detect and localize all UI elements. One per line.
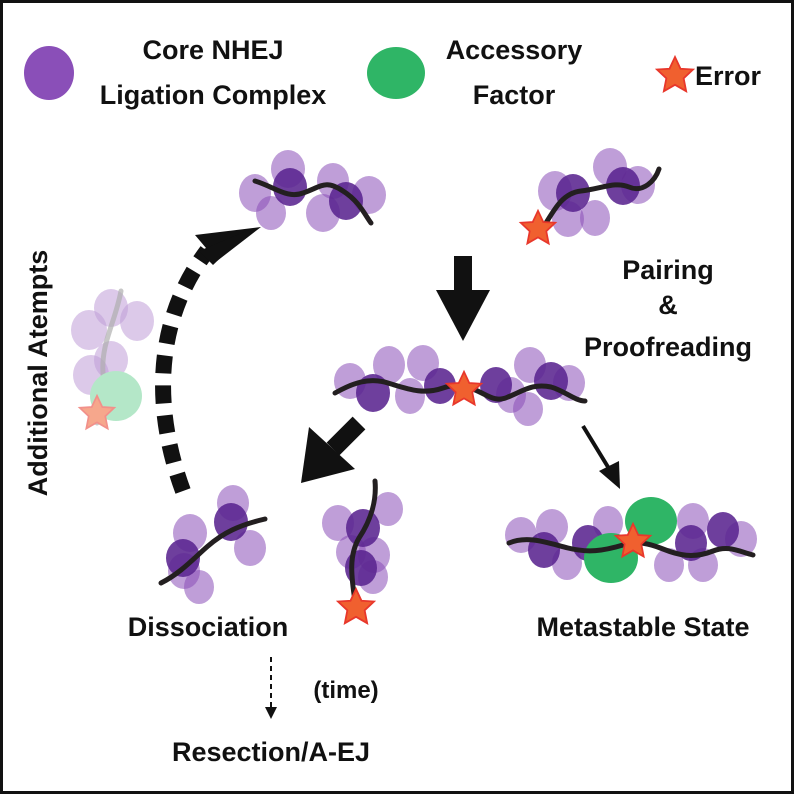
- legend-accessory: Accessory Factor: [367, 35, 582, 110]
- accessory-factor-icon: [367, 47, 425, 99]
- legend-core-line1: Core NHEJ: [142, 35, 283, 65]
- faded-retry-complex: [71, 288, 154, 430]
- metastable-state-label: Metastable State: [536, 612, 749, 642]
- arrow-dissociation: [301, 416, 366, 483]
- dissociated-complex-right: [322, 478, 403, 625]
- nhej-diagram: Core NHEJ Ligation Complex Accessory Fac…: [23, 35, 762, 767]
- arrow-down-pairing: [436, 256, 490, 341]
- pairing-label-line1: Pairing: [622, 255, 714, 285]
- error-complex-top-right: [519, 148, 662, 245]
- arrow-additional-attempts: [155, 227, 261, 494]
- core-complex-icon: [24, 46, 74, 100]
- dissociation-label: Dissociation: [128, 612, 289, 642]
- arrow-time: [265, 657, 277, 719]
- resection-label: Resection/A-EJ: [172, 737, 370, 767]
- legend-core: Core NHEJ Ligation Complex: [24, 35, 326, 110]
- pairing-label-line3: Proofreading: [584, 332, 752, 362]
- legend-accessory-line1: Accessory: [446, 35, 583, 65]
- legend: Core NHEJ Ligation Complex Accessory Fac…: [24, 35, 762, 110]
- error-star-icon: [656, 56, 694, 93]
- legend-core-line2: Ligation Complex: [100, 80, 327, 110]
- dissociated-complex-left: [158, 485, 268, 604]
- legend-accessory-line2: Factor: [473, 80, 556, 110]
- legend-error-label: Error: [695, 61, 762, 91]
- arrow-metastable: [581, 424, 620, 489]
- time-label: (time): [313, 677, 378, 704]
- metastable-complex: [505, 497, 757, 583]
- paired-complex-center: [332, 345, 588, 426]
- pairing-label-line2: &: [658, 290, 678, 320]
- legend-error: Error: [656, 56, 762, 93]
- additional-attempts-label: Additional Atempts: [23, 250, 53, 497]
- paired-complex-top: [239, 150, 386, 232]
